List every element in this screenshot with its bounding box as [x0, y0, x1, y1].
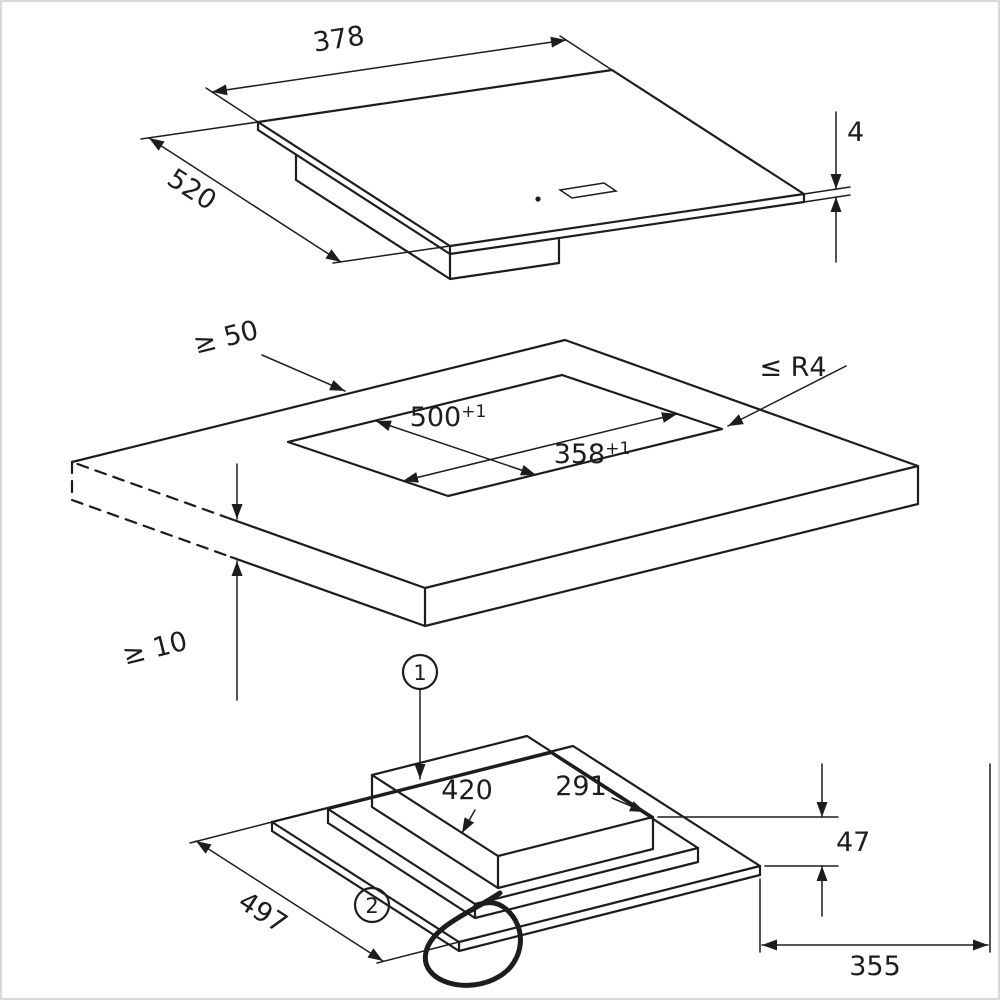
rear-clearance-label: 355: [849, 951, 901, 982]
housing-depth-label: 420: [441, 775, 493, 806]
cutout-width-label: 358+1: [554, 439, 631, 470]
cutout-depth-tolerance: +1: [461, 402, 486, 422]
housing-flange-walls: [326, 807, 700, 920]
cutout-width-dimension-line: [402, 412, 678, 483]
edge-distance-leader: [261, 354, 346, 392]
housing-height-label: 47: [836, 827, 870, 858]
depth-dimension-line: [148, 137, 342, 263]
worktop-cutaway-dashed-edges: [70, 460, 233, 559]
rear-clearance-extension-lines: [759, 763, 991, 953]
cooktop-underside-view: 1 420 291 47 355 497 2: [189, 653, 991, 988]
worktop-cutout-view: 500+1 358+1 ≥ 50 ≤ R4 ≥ 10: [70, 315, 920, 701]
housing-depth-leader: [461, 809, 476, 834]
width-dimension-label: 378: [311, 20, 367, 58]
cutout-depth-label: 500+1: [410, 402, 487, 433]
control-panel-window: [557, 182, 619, 199]
housing-box-face: [370, 734, 655, 858]
glass-plate-outline: [270, 744, 762, 944]
power-cable: [422, 890, 523, 988]
housing-box-walls: [370, 773, 655, 890]
cooktop-isometric-view: 378 520 4: [140, 20, 864, 281]
corner-radius-label: ≤ R4: [759, 352, 826, 383]
cooktop-body-edges: [256, 120, 806, 281]
glass-plate-thickness-edges: [270, 820, 762, 953]
control-panel-dot: [535, 196, 541, 202]
callout-1-number: 1: [413, 661, 426, 685]
housing-width-label: 291: [555, 771, 607, 802]
overall-depth-dimension-line: [195, 840, 384, 962]
cutout-width-tolerance: +1: [605, 439, 630, 459]
worktop-thickness-edges: [229, 464, 920, 628]
cutout-opening: [286, 373, 724, 498]
cutout-depth-value: 500: [410, 402, 462, 433]
thickness-extension-lines: [803, 186, 851, 203]
callout-2-number: 2: [365, 894, 378, 918]
width-dimension-line: [211, 36, 567, 96]
callout-2-marker: [353, 886, 391, 924]
overall-depth-extension-lines: [189, 821, 460, 964]
housing-flange-face: [326, 751, 700, 906]
thickness-dimension-label: 4: [847, 117, 864, 148]
depth-extension-lines: [140, 121, 451, 264]
corner-radius-leader: [727, 365, 847, 427]
housing-width-leader: [611, 797, 646, 813]
cooktop-top-face: [256, 68, 806, 248]
overall-depth-label: 497: [233, 886, 293, 940]
cutout-width-value: 358: [554, 439, 606, 470]
min-clearance-label: ≥ 10: [119, 626, 190, 672]
edge-distance-label: ≥ 50: [190, 315, 261, 361]
depth-dimension-label: 520: [162, 163, 222, 217]
